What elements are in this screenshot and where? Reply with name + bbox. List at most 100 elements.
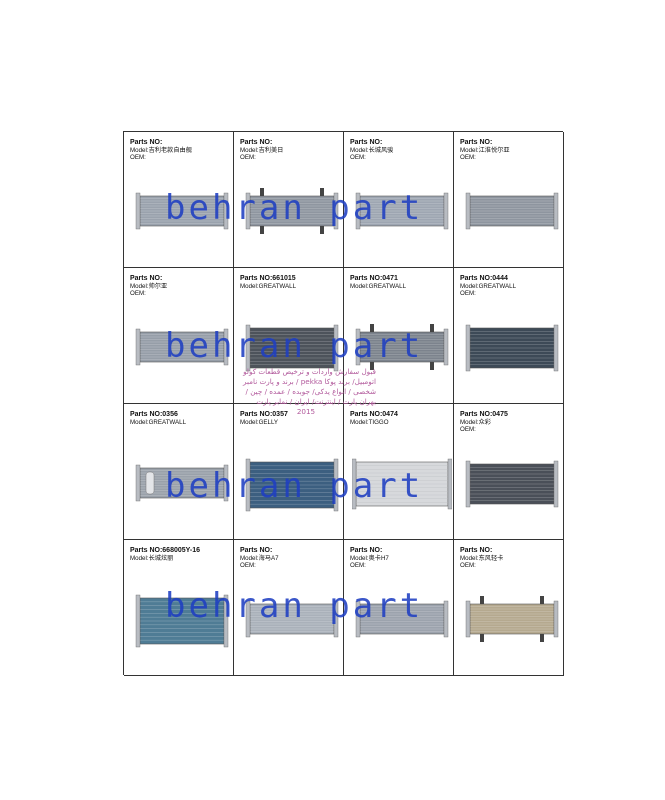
condenser-image: [355, 600, 449, 638]
condenser-image: [135, 464, 229, 502]
watermark-row-3: behran part: [165, 466, 424, 506]
arabic-year: 2015: [296, 407, 316, 416]
parts-no-label: Parts NO:0471: [350, 275, 398, 282]
oem-label: OEM:: [240, 562, 256, 570]
condenser-image: [135, 328, 229, 366]
condenser-image: [245, 324, 339, 372]
model-label: Model:长城炫丽: [130, 554, 174, 562]
watermark-row-1: behran part: [165, 188, 424, 228]
parts-no-label: Parts NO:: [130, 275, 163, 282]
condenser-image: [245, 458, 339, 512]
model-label: Model:TIGGO: [350, 418, 389, 426]
oem-label: OEM:: [460, 426, 476, 434]
condenser-image: [465, 192, 559, 230]
parts-no-label: Parts NO:668005Y-16: [130, 547, 201, 554]
parts-no-label: Parts NO:0475: [460, 411, 508, 418]
oem-label: OEM:: [240, 154, 256, 162]
watermark-row-4: behran part: [165, 586, 424, 626]
parts-no-label: Parts NO:: [350, 547, 383, 554]
arabic-line: شخصی / انواع یدکی/ جوبده / عمده / چین /: [245, 387, 377, 396]
model-label: Model:奥卡H7: [350, 554, 389, 562]
parts-no-label: Parts NO:: [240, 547, 273, 554]
model-label: Model:长城风骏: [350, 146, 394, 154]
oem-label: OEM:: [130, 290, 146, 298]
oem-label: OEM:: [460, 562, 476, 570]
condenser-image: [352, 458, 452, 510]
arabic-line: اتومبیل/ برند پوکا pekka / برند و پارت ن…: [243, 377, 376, 386]
model-label: Model:帅尔亚: [130, 282, 168, 290]
parts-no-label: Parts NO:: [350, 139, 383, 146]
parts-no-label: Parts NO:: [240, 139, 273, 146]
model-label: Model:GELLY: [240, 418, 279, 426]
condenser-image: [355, 192, 449, 230]
condenser-image: [245, 600, 339, 638]
model-label: Model:江淮悦尔亚: [460, 146, 510, 154]
model-label: Model:GREATWALL: [130, 418, 187, 426]
condenser-image: [135, 192, 229, 230]
condenser-image: [355, 324, 449, 370]
model-label: Model:海马A7: [240, 554, 279, 562]
oem-label: OEM:: [460, 154, 476, 162]
condenser-image: [465, 324, 559, 372]
condenser-image: [245, 188, 339, 234]
arabic-line: قبول سفارش واردات و ترخیص قطعات کولو: [243, 367, 376, 376]
oem-label: OEM:: [350, 154, 366, 162]
oem-label: OEM:: [130, 154, 146, 162]
model-label: Model:吉利美日: [240, 146, 284, 154]
arabic-line: بهران پارت / اینترنت/ ایران / نمابر پارت: [256, 397, 376, 406]
parts-no-label: Parts NO:: [130, 139, 163, 146]
parts-no-label: Parts NO:661015: [240, 275, 296, 282]
condenser-image: [135, 594, 229, 648]
parts-no-label: Parts NO:: [460, 139, 493, 146]
model-label: Model:吉利老款自由舰: [130, 146, 192, 154]
condenser-image: [465, 596, 559, 642]
parts-no-label: Parts NO:0356: [130, 411, 178, 418]
model-label: Model:GREATWALL: [350, 282, 407, 290]
arabic-watermark: قبول سفارش واردات و ترخیص قطعات کولو اتو…: [236, 367, 376, 417]
parts-no-label: Parts NO:0444: [460, 275, 508, 282]
condenser-image: [465, 460, 559, 508]
model-label: Model:GREATWALL: [460, 282, 517, 290]
parts-no-label: Parts NO:: [460, 547, 493, 554]
model-label: Model:东风轻卡: [460, 554, 504, 562]
oem-label: OEM:: [350, 562, 366, 570]
parts-no-label: Parts NO:0357: [240, 411, 288, 418]
model-label: Model:GREATWALL: [240, 282, 297, 290]
parts-no-label: Parts NO:0474: [350, 411, 398, 418]
model-label: Model:众彩: [460, 418, 491, 426]
watermark-row-2: behran part: [165, 326, 424, 366]
